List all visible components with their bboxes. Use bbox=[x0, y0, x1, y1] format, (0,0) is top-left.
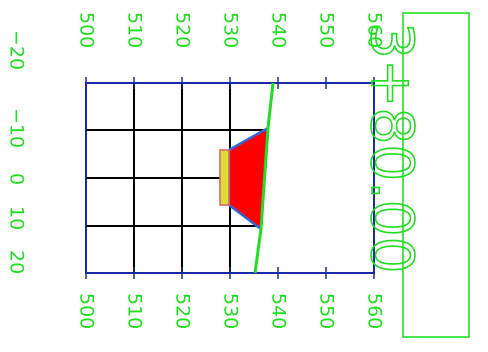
elev-top-540: 540 bbox=[268, 12, 290, 48]
offset-10: 10 bbox=[6, 206, 28, 230]
structure-block bbox=[219, 149, 230, 206]
elev-bottom-500: 500 bbox=[76, 293, 98, 329]
offset-neg20: −20 bbox=[6, 30, 28, 70]
elev-bottom-540: 540 bbox=[268, 293, 290, 329]
frame-ticks bbox=[85, 77, 375, 279]
elevation-labels-top: 500 510 520 530 540 550 560 bbox=[76, 12, 386, 48]
grid bbox=[86, 83, 268, 273]
elev-bottom-560: 560 bbox=[364, 293, 386, 329]
elev-bottom-520: 520 bbox=[172, 293, 194, 329]
elev-top-520: 520 bbox=[172, 12, 194, 48]
elev-bottom-510: 510 bbox=[124, 293, 146, 329]
offset-20: 20 bbox=[6, 250, 28, 274]
elev-top-560: 560 bbox=[364, 12, 386, 48]
offset-neg10: −10 bbox=[6, 108, 28, 148]
elev-top-550: 550 bbox=[316, 12, 338, 48]
ground-line bbox=[253, 82, 275, 274]
elev-top-500: 500 bbox=[76, 12, 98, 48]
elev-top-530: 530 bbox=[220, 12, 242, 48]
station-label: 3+80.00 bbox=[358, 22, 426, 274]
station-box bbox=[402, 12, 470, 338]
elevation-labels-bottom: 500 510 520 530 540 550 560 bbox=[76, 293, 386, 329]
offset-0: 0 bbox=[6, 173, 28, 185]
elev-bottom-530: 530 bbox=[220, 293, 242, 329]
offset-labels: −20 −10 0 10 20 bbox=[6, 30, 28, 274]
elev-top-510: 510 bbox=[124, 12, 146, 48]
elev-bottom-550: 550 bbox=[316, 293, 338, 329]
